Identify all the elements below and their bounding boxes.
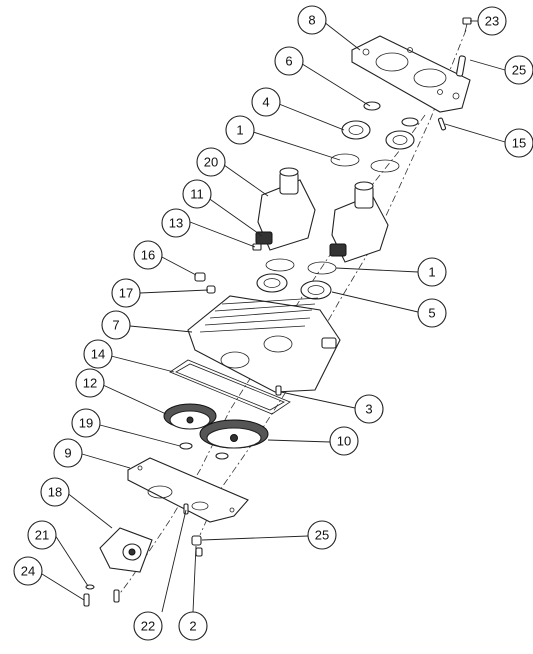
callout-19: 19: [71, 408, 101, 438]
svg-text:1: 1: [236, 123, 243, 138]
callout-3: 3: [354, 394, 384, 424]
callout-12: 12: [75, 368, 105, 398]
svg-text:18: 18: [48, 485, 62, 500]
callout-25-bottom: 25: [307, 520, 337, 550]
svg-text:21: 21: [35, 528, 49, 543]
bearings-4: [341, 120, 415, 150]
callout-17: 17: [111, 278, 141, 308]
callout-8: 8: [297, 5, 327, 35]
svg-text:7: 7: [112, 318, 119, 333]
svg-text:20: 20: [204, 155, 218, 170]
callout-16: 16: [133, 240, 163, 270]
retaining-rings-lower: [265, 258, 337, 275]
pin-25-top: [456, 55, 466, 77]
top-cover-plate: [351, 35, 471, 113]
svg-text:25: 25: [512, 63, 526, 78]
washer-21: [85, 584, 95, 590]
callouts: 23 8 25 6 4 15 1 20 11 13 16 1 17 5 7 14…: [13, 5, 533, 641]
callout-11: 11: [182, 179, 212, 209]
svg-text:14: 14: [91, 347, 105, 362]
callout-15: 15: [504, 128, 533, 158]
callout-23: 23: [477, 6, 507, 36]
callout-6: 6: [274, 46, 304, 76]
svg-text:23: 23: [485, 14, 499, 29]
svg-text:6: 6: [285, 54, 292, 69]
rotor-right-20: [329, 181, 389, 263]
svg-text:24: 24: [21, 564, 35, 579]
svg-text:8: 8: [308, 13, 315, 28]
svg-text:25: 25: [315, 528, 329, 543]
bolt-24: [83, 589, 120, 607]
base-cover-9: [127, 457, 249, 523]
svg-text:12: 12: [83, 376, 97, 391]
callout-21: 21: [27, 520, 57, 550]
svg-text:17: 17: [119, 286, 133, 301]
svg-text:13: 13: [169, 216, 183, 231]
svg-text:2: 2: [189, 619, 196, 634]
washers-19: [179, 442, 229, 460]
main-housing-7: [187, 295, 341, 393]
rotor-left-20: [255, 167, 316, 251]
o-rings-6: [363, 101, 419, 127]
callout-20: 20: [196, 147, 226, 177]
svg-text:22: 22: [141, 619, 155, 634]
callout-24: 24: [13, 556, 43, 586]
callout-5: 5: [417, 298, 447, 328]
bolt-22: [183, 503, 189, 515]
retaining-rings-upper: [330, 153, 400, 173]
gear-12: [163, 403, 217, 430]
svg-text:15: 15: [512, 136, 526, 151]
callout-4: 4: [251, 87, 281, 117]
callout-9: 9: [53, 438, 83, 468]
callout-18: 18: [40, 477, 70, 507]
svg-text:1: 1: [428, 265, 435, 280]
key-13: [252, 243, 262, 251]
gear-10: [199, 419, 269, 449]
callout-2: 2: [178, 611, 208, 641]
fitting-17: [206, 285, 216, 294]
callout-22: 22: [133, 611, 163, 641]
svg-text:5: 5: [428, 306, 435, 321]
svg-text:19: 19: [79, 416, 93, 431]
svg-text:11: 11: [190, 187, 204, 202]
leader-lines: [41, 20, 506, 613]
pin-3: [275, 385, 282, 396]
callout-14: 14: [83, 339, 113, 369]
fitting-16: [194, 272, 206, 282]
svg-text:3: 3: [365, 402, 372, 417]
callout-1-upper: 1: [225, 115, 255, 145]
svg-text:10: 10: [337, 434, 351, 449]
callout-1-lower: 1: [417, 257, 447, 287]
svg-text:16: 16: [141, 248, 155, 263]
dowel-pin-15: [437, 117, 447, 131]
washer-2: [191, 535, 202, 546]
svg-text:9: 9: [64, 446, 71, 461]
screw-23: [462, 17, 472, 33]
gasket-14: [169, 359, 291, 415]
bolt-25-bottom: [195, 547, 203, 557]
callout-25-top: 25: [504, 55, 533, 85]
callout-7: 7: [101, 310, 131, 340]
svg-text:4: 4: [262, 95, 269, 110]
motor-block-18: [99, 527, 153, 573]
callout-13: 13: [161, 208, 191, 238]
callout-10: 10: [329, 426, 359, 456]
bearings-5: [256, 273, 332, 300]
